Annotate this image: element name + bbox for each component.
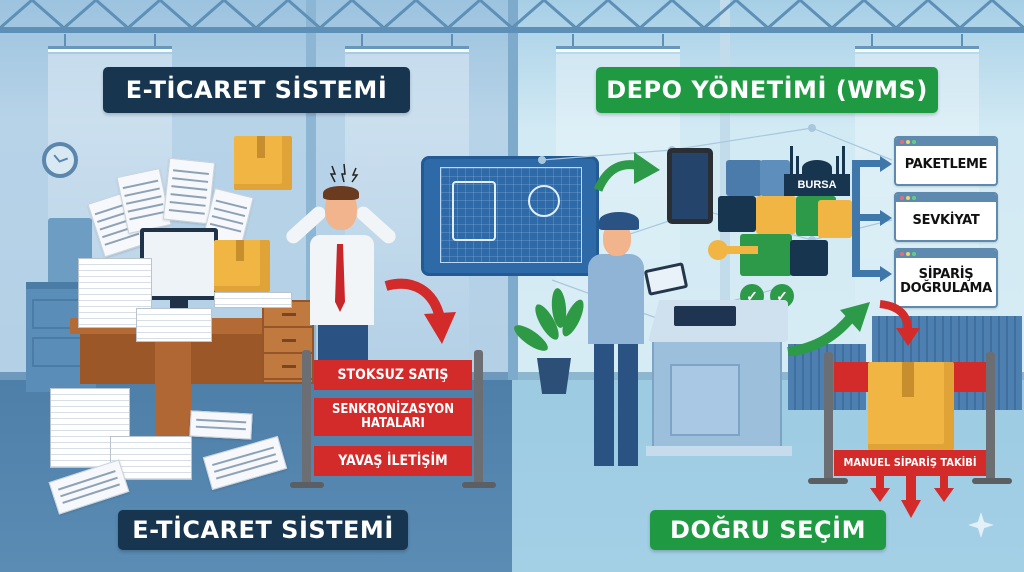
kiosk-base — [646, 446, 792, 456]
barrier-post — [474, 350, 483, 486]
rugged-tablet-icon — [667, 148, 713, 224]
ceiling-beam — [0, 27, 1024, 33]
computer-monitor — [140, 228, 218, 300]
down-arrow-icon — [934, 488, 954, 502]
process-card-packaging: PAKETLEME — [894, 136, 998, 186]
problem-sign-sync-errors: SENKRONİZASYON HATALARI — [314, 398, 472, 436]
down-arrow-icon — [901, 500, 921, 518]
green-swoosh-arrow-icon — [787, 302, 870, 356]
barrier-post-base — [290, 482, 324, 488]
barrier-post-base — [462, 482, 496, 488]
process-card-order-verification: SİPARİŞ DOĞRULAMA — [894, 248, 998, 308]
floor-paper-stack — [110, 436, 192, 480]
down-arrow-icon — [906, 476, 916, 500]
flow-arrow-icon — [880, 156, 892, 172]
blueprint-icon — [421, 156, 599, 276]
problem-sign-manual-order-tracking: MANUEL SİPARİŞ TAKİBİ — [834, 450, 986, 476]
mosque-skyline-icon — [842, 146, 845, 176]
mosque-skyline-icon — [836, 156, 839, 176]
down-arrow-icon — [876, 476, 884, 488]
process-card-label: PAKETLEME — [904, 156, 988, 172]
puzzle-icon — [790, 240, 828, 276]
flow-connector — [852, 214, 882, 221]
key-shaft — [724, 246, 758, 254]
ceiling-lamp — [345, 34, 469, 56]
puzzle-icon — [726, 160, 762, 196]
right-title-badge: DEPO YÖNETİMİ (WMS) — [596, 67, 938, 113]
plant-pot — [537, 358, 571, 394]
red-curved-arrow-icon — [879, 300, 920, 346]
cardboard-box-icon — [868, 362, 954, 450]
desk-leg — [155, 334, 191, 444]
barrier-post — [824, 352, 833, 480]
wall-pillar — [306, 0, 316, 380]
stressed-man-hair — [323, 186, 359, 200]
kiosk-screen — [674, 306, 736, 326]
flow-connector — [852, 270, 882, 277]
green-arrow-icon — [594, 152, 660, 192]
ceiling-lamp — [556, 34, 680, 56]
flow-arrow-icon — [880, 210, 892, 226]
mosque-skyline-icon — [796, 156, 799, 176]
puzzle-icon — [818, 200, 852, 238]
paper-stack — [214, 292, 292, 308]
ceiling-lamp — [855, 34, 979, 56]
problem-sign-no-stock-sales: STOKSUZ SATIŞ — [314, 360, 472, 390]
stress-lines-icon — [329, 163, 359, 183]
floor-document — [189, 410, 253, 440]
problem-sign-slow-communication: YAVAŞ İLETİŞİM — [314, 446, 472, 476]
wall-pillar — [720, 0, 730, 380]
paper-stack — [136, 308, 212, 342]
worker-cap — [599, 212, 639, 230]
clock-icon — [42, 142, 78, 178]
cardboard-box-icon — [214, 240, 270, 292]
barrier-post — [302, 350, 311, 486]
down-arrow-icon — [940, 476, 948, 488]
process-card-shipping: SEVKİYAT — [894, 192, 998, 242]
puzzle-icon — [718, 196, 756, 232]
red-curved-arrow-icon — [384, 278, 456, 344]
barrier-post-base — [972, 478, 1012, 484]
process-card-label: SEVKİYAT — [912, 212, 980, 228]
right-footer-badge: DOĞRU SEÇİM — [650, 510, 886, 550]
ceiling-lamp — [48, 34, 172, 56]
process-card-label: SİPARİŞ DOĞRULAMA — [900, 266, 992, 296]
down-arrow-icon — [870, 488, 890, 502]
left-title-badge: E-TİCARET SİSTEMİ — [103, 67, 410, 113]
worker-leg — [618, 340, 638, 466]
red-tie — [335, 244, 345, 312]
worker-leg — [594, 340, 614, 466]
puzzle-icon — [756, 196, 796, 234]
flow-connector — [852, 160, 882, 167]
barrier-post-base — [808, 478, 848, 484]
cardboard-box-icon — [234, 136, 292, 190]
puzzle-icon — [740, 234, 792, 276]
flow-arrow-icon — [880, 266, 892, 282]
city-tag: BURSA — [784, 174, 850, 196]
key-icon — [708, 240, 728, 260]
mosque-dome — [802, 160, 832, 176]
kiosk-door — [670, 364, 740, 436]
warehouse-worker — [588, 254, 644, 344]
barrier-post — [986, 352, 995, 480]
mosque-skyline-icon — [790, 146, 793, 176]
left-footer-badge: E-TİCARET SİSTEMİ — [118, 510, 408, 550]
